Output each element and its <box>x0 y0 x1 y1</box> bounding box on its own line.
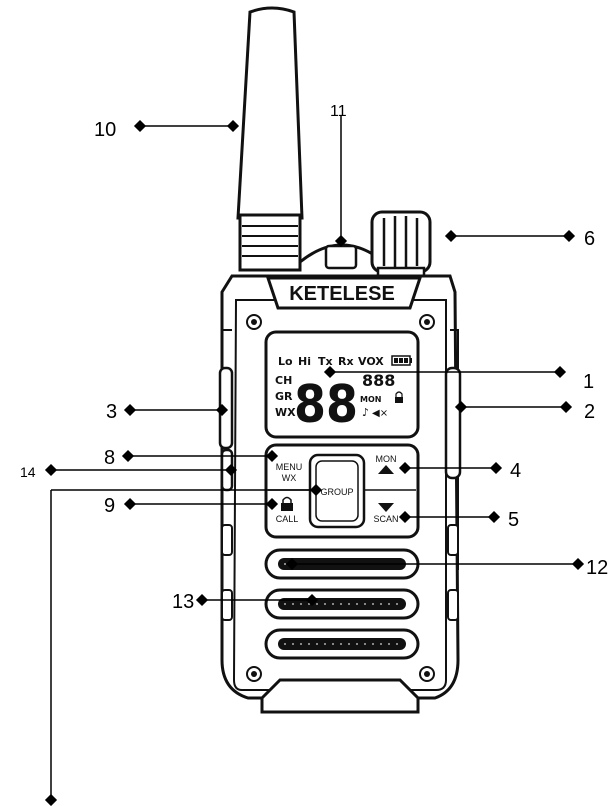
lcd-indicator-ch: CH <box>275 374 292 387</box>
callout-6: 6 <box>584 228 595 250</box>
volume-knob <box>370 210 432 280</box>
lock-icon-body <box>281 503 293 511</box>
callout-12: 10 <box>94 119 116 141</box>
group-key-label: GROUP <box>320 487 353 497</box>
mon-key-label: MON <box>376 454 397 464</box>
up-arrow-icon <box>378 465 394 474</box>
lcd-indicator-lo: Lo <box>278 355 293 368</box>
lcd-indicator-gr: GR <box>275 390 293 403</box>
group-key <box>308 453 366 529</box>
callout-1: 1 <box>583 371 594 393</box>
lcd-mon-label: MON <box>360 395 381 404</box>
lcd-music-icon: ♪ <box>362 406 369 419</box>
lcd-indicator-wx: WX <box>275 406 296 419</box>
lcd-status-icons: ♪ ◀× <box>362 391 403 419</box>
lcd-lock-icon <box>395 391 403 398</box>
lcd-small-digits: 888 <box>362 371 395 390</box>
battery-icon <box>391 355 412 366</box>
side-port <box>221 524 233 556</box>
scan-key-label: SCAN <box>373 514 398 524</box>
menu-key-label: MENU <box>276 462 303 472</box>
callout-5: 5 <box>508 509 519 531</box>
side-port-right <box>447 524 459 556</box>
callout-13: 11 <box>330 103 347 120</box>
call-key-label: CALL <box>276 514 299 524</box>
callout-4: 4 <box>510 460 521 482</box>
antenna <box>236 6 304 272</box>
lcd-lock-body <box>395 397 403 403</box>
lcd-speaker-icon: ◀× <box>372 408 388 419</box>
side-button-2 <box>444 366 462 480</box>
lcd-indicator-tx: Tx <box>318 355 333 368</box>
lcd-indicator-hi: Hi <box>298 355 311 368</box>
callout-2: 2 <box>584 401 595 423</box>
keypad <box>264 443 420 539</box>
lock-icon <box>282 496 292 504</box>
wx-key-label: WX <box>282 473 297 483</box>
callout-8: 8 <box>104 447 115 469</box>
lcd-screen <box>264 330 420 439</box>
callout-lines <box>44 115 585 806</box>
callout-9: 9 <box>104 495 115 517</box>
callout-11: 13 <box>172 591 194 613</box>
side-port-low-right <box>447 589 459 621</box>
callout-3: 3 <box>106 401 117 423</box>
side-port-low <box>221 589 233 621</box>
callout-10: 12 <box>586 557 608 579</box>
down-arrow-icon <box>378 503 394 512</box>
lcd-indicator-rx: Rx <box>338 355 354 368</box>
lcd-main-digits: 88 <box>294 375 358 435</box>
brand-label: KETELESE <box>289 283 395 305</box>
lcd-indicator-vox: VOX <box>358 355 384 368</box>
callout-14: 14 <box>20 464 36 480</box>
